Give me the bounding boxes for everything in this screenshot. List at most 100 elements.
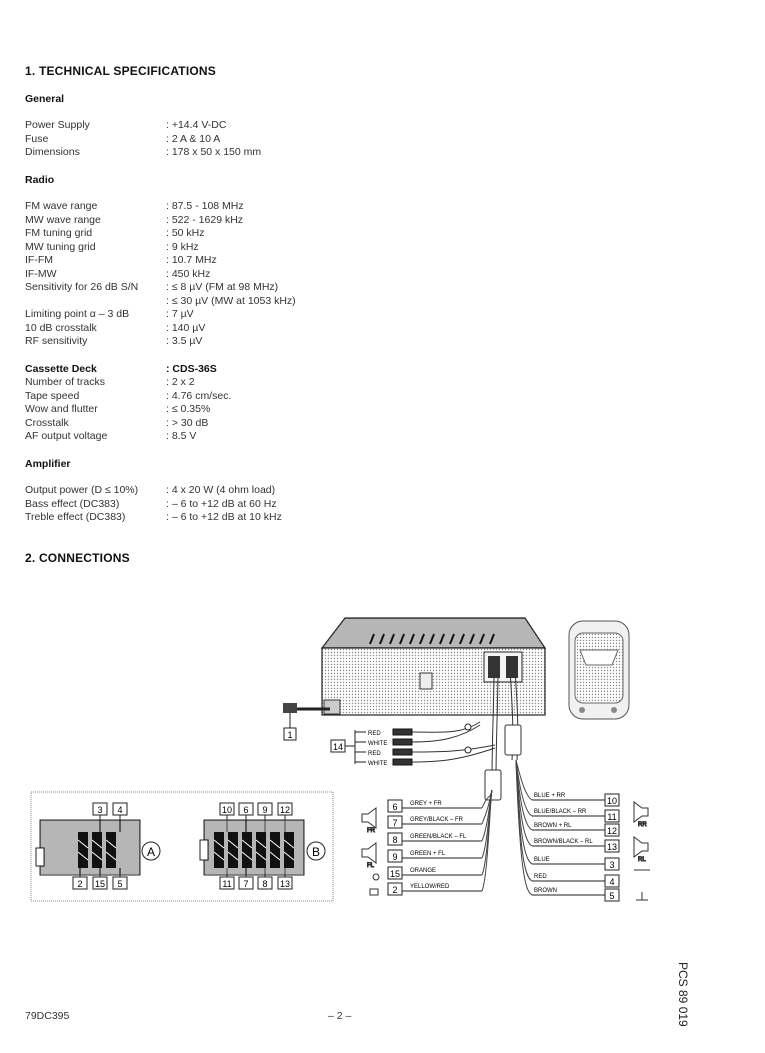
connector-pin-icon (228, 832, 238, 868)
connector-pin-number: 10 (222, 805, 232, 815)
wire-number-box (387, 832, 403, 846)
spec-label: Wow and flutter (25, 403, 98, 415)
wire-number-box (604, 823, 620, 837)
rca-color-label: RED (368, 751, 381, 757)
spec-value: : 140 µV (166, 321, 206, 334)
speaker-rr-label: RR (638, 822, 647, 828)
wire-number-box (387, 799, 403, 813)
connector-a-letter: A (147, 845, 155, 859)
spec-label: FM wave range (25, 200, 98, 212)
wire-number-box (387, 866, 403, 880)
connector-pin-number: 9 (262, 805, 267, 815)
connector-pin-number: 15 (95, 879, 105, 889)
amplifier-heading: Amplifier (25, 458, 71, 470)
wire-number: 11 (607, 812, 616, 822)
spec-value: : 9 kHz (166, 240, 199, 253)
wire-number-box (604, 839, 620, 853)
connector-pin-stripe (77, 839, 89, 861)
spec-label: FM tuning grid (25, 227, 93, 239)
spec-label: Dimensions (25, 146, 80, 158)
lead-14-label: 14 (333, 742, 343, 752)
wire-number: 15 (390, 869, 400, 879)
connector-pin-number: 11 (222, 879, 231, 889)
section-title-specs: 1. TECHNICAL SPECIFICATIONS (25, 64, 216, 78)
rca-color-label: RED (368, 731, 381, 737)
spec-value: : 2 x 2 (166, 376, 195, 388)
spec-value: : ≤ 30 µV (MW at 1053 kHz) (166, 294, 296, 307)
spec-value: : – 6 to +12 dB at 10 kHz (166, 511, 282, 523)
connector-pin-number: 7 (243, 879, 248, 889)
rca-plug-icon (392, 748, 413, 756)
radio-heading: Radio (25, 174, 55, 186)
connector-panel (30, 791, 334, 902)
wire-number-box (604, 809, 620, 823)
spec-value: : 10.7 MHz (166, 254, 217, 266)
wire-number: 3 (609, 860, 614, 870)
connector-pin-icon (284, 832, 294, 868)
speaker-icons: FR FL RR RL (361, 801, 650, 901)
connector-pin-icon (106, 832, 116, 868)
rca-color-label: WHITE (368, 761, 387, 767)
connector-pin-number: 6 (243, 805, 248, 815)
spec-value: : 2 A & 10 A (166, 132, 221, 145)
spec-label: RF sensitivity (25, 335, 88, 347)
wire-number: 5 (609, 891, 614, 901)
spec-label: Number of tracks (25, 376, 105, 388)
spec-value: : > 30 dB (166, 416, 209, 429)
car-top-view-icon (568, 620, 630, 720)
spec-value: : 50 kHz (166, 227, 205, 239)
connector-pin-number: 4 (117, 805, 122, 815)
wire-label: GREY/BLACK – FR (410, 817, 464, 823)
spec-label: Treble effect (DC383) (25, 511, 126, 523)
connector-pin-icon (256, 832, 266, 868)
antenna-lead: 1 (283, 703, 330, 741)
connector-pin-stripe (227, 839, 239, 861)
footer-code: PCS 89 019 (676, 962, 690, 1027)
spec-label: MW tuning grid (25, 240, 96, 253)
connector-pin-number: 3 (97, 805, 102, 815)
footer-model: 79DC395 (25, 1010, 70, 1022)
rca-plug-icon (392, 728, 413, 736)
wire-number-box (604, 793, 620, 807)
cassette-heading: Cassette Deck (25, 363, 97, 375)
footer-page-number: – 2 – (328, 1010, 352, 1022)
wire-label: BROWN (534, 888, 557, 894)
spec-value: : +14.4 V-DC (166, 119, 227, 131)
spec-label: Crosstalk (25, 416, 69, 429)
spec-label: AF output voltage (25, 430, 108, 442)
spec-label: 10 dB crosstalk (25, 321, 97, 334)
spec-value: : 522 - 1629 kHz (166, 213, 244, 226)
connector-pin-icon (78, 832, 88, 868)
wire-number: 10 (607, 796, 617, 806)
wire-number: 4 (609, 877, 614, 887)
wire-curve (515, 759, 533, 801)
rca-plug-icon (392, 738, 413, 746)
wire-harness (484, 669, 522, 801)
rca-color-label: WHITE (368, 741, 387, 747)
wire-label: BLUE + RR (534, 793, 566, 799)
wire-number-box (604, 874, 620, 888)
wire-label: GREEN + FL (410, 851, 446, 857)
connector-pin-stripe (283, 839, 295, 861)
wire-number: 2 (392, 885, 397, 895)
speaker-fl-label: FL (367, 863, 375, 869)
wire-number-box (387, 849, 403, 863)
wire-label: BLUE (534, 857, 550, 863)
connector-pin-icon (214, 832, 224, 868)
spec-value: : 4.76 cm/sec. (166, 389, 232, 402)
spec-label: Sensitivity for 26 dB S/N (25, 281, 139, 293)
wire-label: GREY + FR (410, 801, 442, 807)
spec-label: Limiting point α – 3 dB (25, 308, 130, 320)
wire-number: 13 (607, 842, 617, 852)
spec-label: Output power (D ≤ 10%) (25, 484, 139, 496)
connector-b-letter: B (312, 845, 320, 859)
wire-curve (481, 789, 493, 892)
lead-1-label: 1 (287, 730, 292, 740)
rca-plug-icon (392, 758, 413, 766)
wire-label: BLUE/BLACK – RR (534, 809, 587, 815)
spec-value: : 3.5 µV (166, 335, 203, 347)
